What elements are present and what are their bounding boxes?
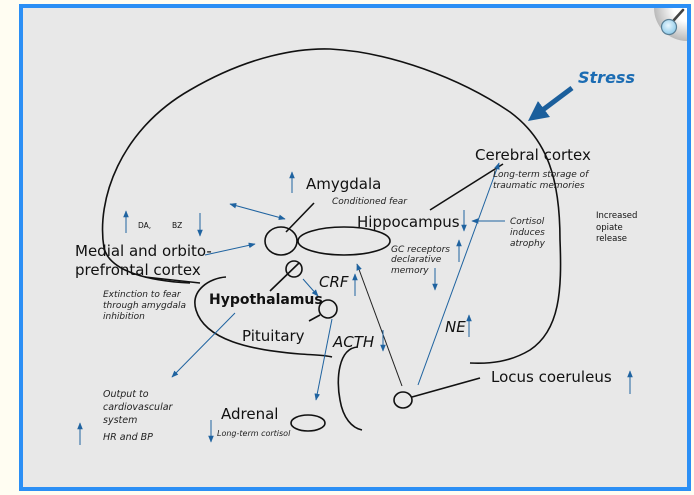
output-line3: system <box>103 415 137 426</box>
arrow-hypothalamus-cardio <box>171 312 236 378</box>
hrbp-label: HR and BP <box>103 432 153 443</box>
locus-pointer <box>411 377 481 398</box>
bz-label: BZ <box>172 221 182 230</box>
pituitary-label: Pituitary <box>242 327 305 345</box>
arrow-prefrontal-amygdala <box>204 242 256 256</box>
arrow-locus-hippocampus <box>356 263 403 387</box>
arrow-amygdala-prefrontal <box>229 202 286 221</box>
gc-line3: memory <box>391 266 429 276</box>
arrow-pituitary-adrenal <box>314 318 333 401</box>
amygdala-pointer <box>285 202 315 233</box>
amygdala-shape <box>264 226 298 256</box>
amygdala-label: Amygdala <box>306 175 381 193</box>
output-line2: cardiovascular <box>103 402 174 413</box>
medial-pointer <box>144 276 201 284</box>
hypothalamus-node <box>285 260 303 278</box>
acth-label: ACTH <box>332 333 374 351</box>
medial-prefrontal-line1: Medial and orbito- <box>75 242 212 260</box>
adrenal-shape <box>290 414 326 432</box>
extinction-line1: Extinction to fear <box>103 290 182 300</box>
ne-label: NE <box>445 318 466 336</box>
opiate-line3: release <box>596 234 627 244</box>
magnifier-icon[interactable] <box>654 8 687 41</box>
medial-prefrontal-line2: prefrontal cortex <box>75 261 201 279</box>
hypothalamus-pointer <box>269 262 300 292</box>
cerebral-cortex-label: Cerebral cortex <box>475 146 591 164</box>
brainstem-outline <box>194 276 333 358</box>
amygdala-note: Conditioned fear <box>332 197 408 207</box>
adrenal-note: Long-term cortisol <box>217 429 291 438</box>
output-line1: Output to <box>103 389 149 400</box>
hypothalamus-label: Hypothalamus <box>209 292 323 308</box>
arrow-hypothalamus-pituitary <box>302 278 319 297</box>
locus-coeruleus-label: Locus coeruleus <box>491 368 612 386</box>
hippocampus-label: Hippocampus <box>357 213 460 231</box>
gc-line1: GC receptors <box>391 245 450 255</box>
arrow-locus-cortex <box>417 162 500 386</box>
cerebral-note-line2: traumatic memories <box>493 181 585 191</box>
adrenal-axis-outline <box>337 346 363 431</box>
extinction-line3: inhibition <box>103 312 145 322</box>
cortisol-line1: Cortisol <box>510 217 545 227</box>
da-label: DA, <box>138 221 151 230</box>
diagram-frame <box>19 4 691 491</box>
gc-line2: declarative <box>391 255 442 265</box>
pituitary-node <box>318 299 338 319</box>
cerebral-note-line1: Long-term storage of <box>493 170 590 180</box>
stress-label: Stress <box>578 68 635 87</box>
adrenal-label: Adrenal <box>221 405 278 423</box>
stress-arrow <box>528 86 574 121</box>
opiate-line1: Increased <box>596 211 637 221</box>
brain-outline <box>101 48 562 365</box>
pituitary-pointer <box>308 314 321 322</box>
hippocampus-shape <box>297 226 391 256</box>
crf-label: CRF <box>319 273 349 291</box>
opiate-line2: opiate <box>596 223 623 233</box>
locus-coeruleus-node <box>393 391 413 409</box>
cortisol-line3: atrophy <box>510 239 546 249</box>
cortisol-line2: induces <box>510 228 545 238</box>
extinction-line2: through amygdala <box>103 301 186 311</box>
hippocampus-to-cortex <box>429 163 504 211</box>
